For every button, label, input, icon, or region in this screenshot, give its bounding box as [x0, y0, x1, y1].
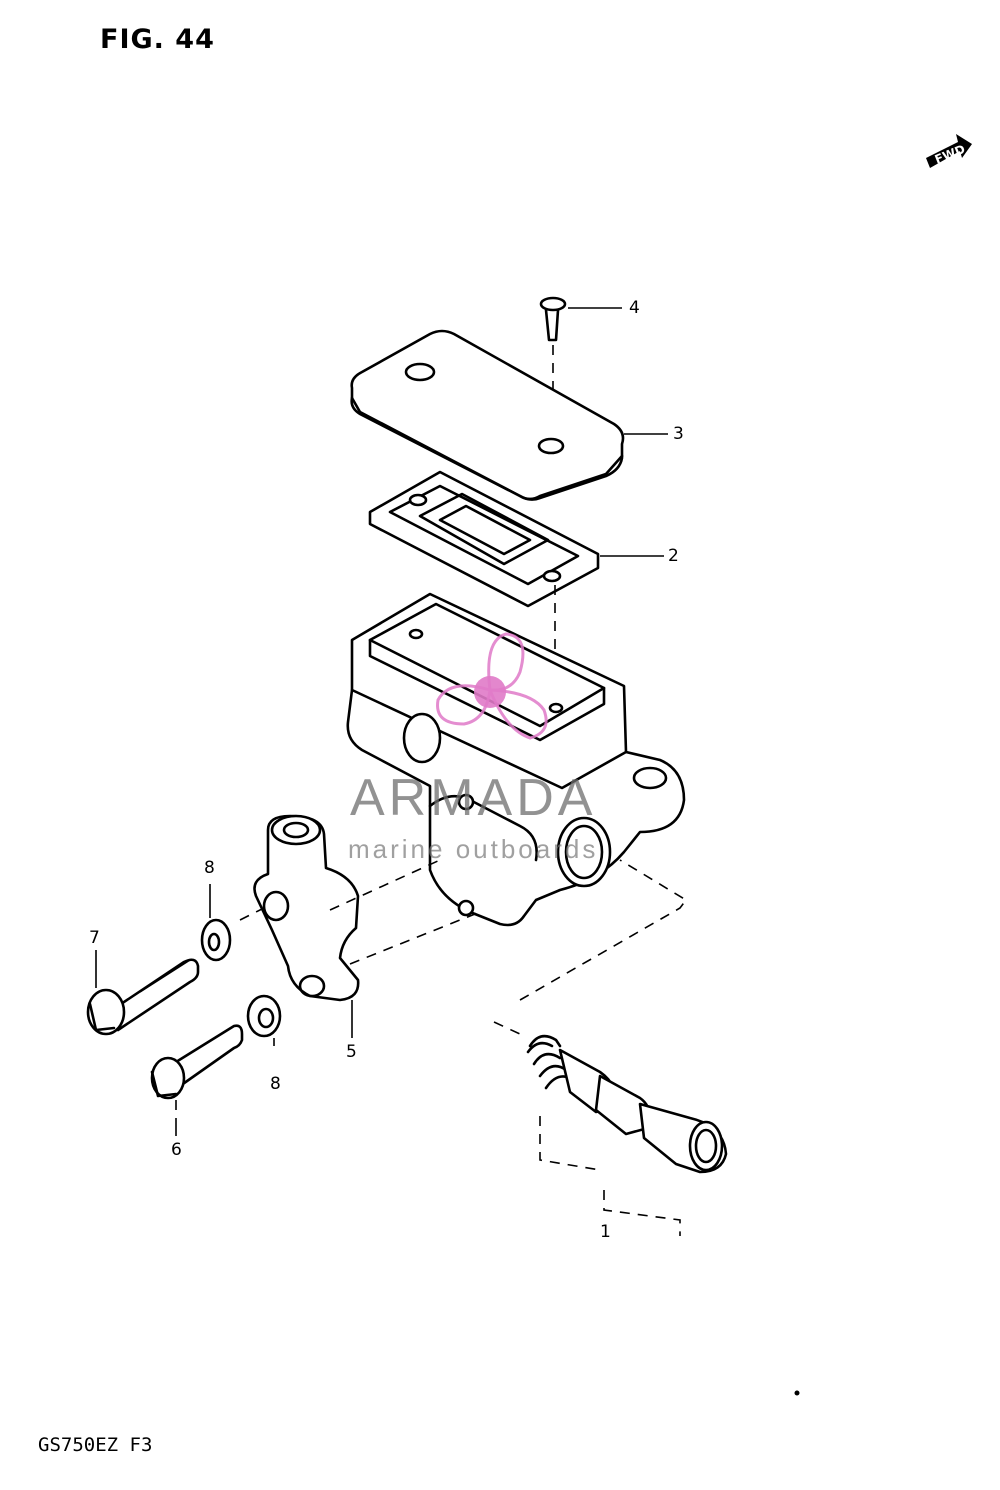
forward-arrow-icon: FWD	[926, 134, 972, 168]
watermark-brand: ARMADA	[350, 769, 597, 827]
diaphragm-part-2	[368, 470, 600, 700]
callout-7: 7	[89, 928, 100, 948]
callout-3: 3	[673, 424, 684, 444]
callout-4: 4	[629, 298, 640, 318]
callout-8-upper: 8	[204, 858, 215, 878]
piston-assembly-part-1	[493, 859, 728, 1236]
washer-part-8-upper	[200, 918, 232, 962]
callout-6: 6	[171, 1140, 182, 1160]
lever-bracket-part-5	[239, 814, 481, 1002]
stray-dot-mark	[794, 1390, 800, 1396]
model-code-label: GS750EZ F3	[38, 1434, 153, 1456]
callout-leaders	[95, 307, 668, 1136]
watermark-tagline: marine outboards	[348, 834, 599, 864]
bolt-part-6	[150, 1024, 244, 1120]
reservoir-cap-part-3	[350, 329, 625, 501]
figure-title: FIG. 44	[100, 24, 215, 55]
callout-5: 5	[346, 1042, 357, 1062]
callout-2: 2	[668, 546, 679, 566]
callout-1: 1	[600, 1222, 611, 1242]
bolt-part-7	[86, 958, 200, 1036]
watermark-propeller-logo-icon	[436, 632, 548, 740]
washer-part-8-lower	[246, 994, 282, 1038]
callout-8-lower: 8	[270, 1074, 281, 1094]
